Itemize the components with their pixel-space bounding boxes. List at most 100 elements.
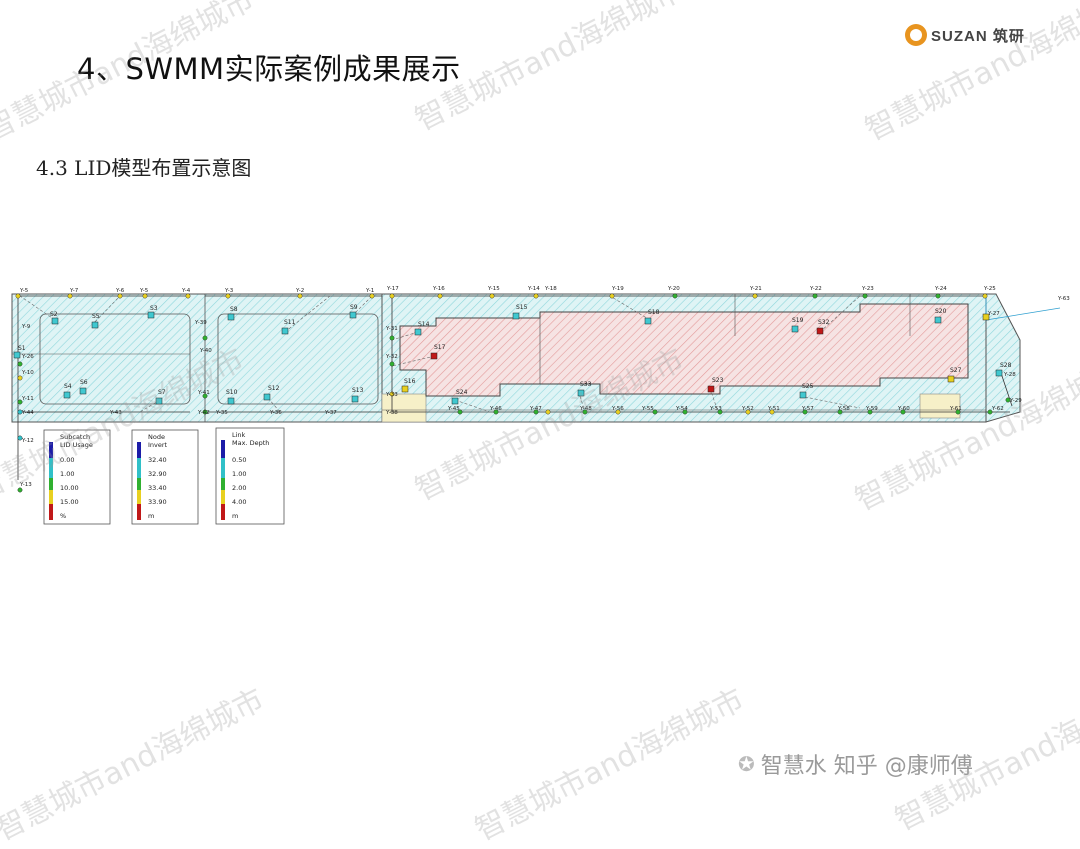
svg-text:Y-41: Y-41 bbox=[197, 390, 210, 396]
svg-text:Y-32: Y-32 bbox=[385, 354, 398, 360]
svg-text:S12: S12 bbox=[268, 385, 280, 392]
svg-text:Y-56: Y-56 bbox=[611, 406, 624, 412]
svg-text:Y-5: Y-5 bbox=[139, 288, 149, 294]
svg-text:Y-13: Y-13 bbox=[19, 482, 32, 488]
legend-value: 4.00 bbox=[232, 498, 246, 506]
svg-text:Y-52: Y-52 bbox=[741, 406, 754, 412]
legend-title: Subcatch bbox=[60, 433, 90, 441]
svg-text:Y-11: Y-11 bbox=[21, 396, 34, 402]
legend-unit: m bbox=[148, 512, 154, 520]
svg-text:S32: S32 bbox=[818, 319, 830, 326]
svg-text:Y-12: Y-12 bbox=[21, 438, 34, 444]
svg-text:Y-53: Y-53 bbox=[709, 406, 722, 412]
svg-text:Y-26: Y-26 bbox=[21, 354, 34, 360]
svg-text:Y-1: Y-1 bbox=[365, 288, 374, 294]
svg-text:Y-23: Y-23 bbox=[861, 286, 874, 292]
svg-text:S2: S2 bbox=[50, 311, 58, 318]
svg-text:Y-21: Y-21 bbox=[749, 286, 762, 292]
svg-text:Y-61: Y-61 bbox=[949, 406, 962, 412]
svg-text:S5: S5 bbox=[92, 313, 100, 320]
svg-text:S25: S25 bbox=[802, 383, 814, 390]
svg-text:Y-2: Y-2 bbox=[295, 288, 304, 294]
wechat-icon: ✪ bbox=[738, 752, 755, 776]
svg-text:Y-4: Y-4 bbox=[181, 288, 191, 294]
legend-title: Node bbox=[148, 433, 165, 441]
svg-text:S1: S1 bbox=[18, 345, 26, 352]
svg-text:Y-29: Y-29 bbox=[1009, 398, 1022, 404]
svg-text:S33: S33 bbox=[580, 381, 592, 388]
svg-text:S13: S13 bbox=[352, 387, 364, 394]
svg-text:Y-37: Y-37 bbox=[324, 410, 337, 416]
company-logo: SUZAN 筑研 bbox=[905, 24, 1025, 46]
svg-text:Y-16: Y-16 bbox=[432, 286, 445, 292]
svg-text:Y-59: Y-59 bbox=[865, 406, 878, 412]
svg-text:Y-5: Y-5 bbox=[19, 288, 29, 294]
svg-text:Y-35: Y-35 bbox=[215, 410, 228, 416]
logo-icon bbox=[905, 24, 927, 46]
outflow-lines bbox=[19, 295, 861, 413]
svg-text:Y-63: Y-63 bbox=[1057, 296, 1070, 302]
legend-value: 10.00 bbox=[60, 484, 79, 492]
subcatchment-markers: S1 S2 S3 S4 S5 S6 S7 S8 S9 S10 S11 S12 S… bbox=[13, 304, 1012, 405]
svg-text:S3: S3 bbox=[150, 305, 158, 312]
svg-text:Y-48: Y-48 bbox=[579, 406, 592, 412]
watermark: 智慧城市and海绵城市 bbox=[859, 0, 1080, 149]
svg-text:S11: S11 bbox=[284, 319, 296, 326]
svg-text:Y-27: Y-27 bbox=[987, 311, 1000, 317]
svg-text:S10: S10 bbox=[226, 389, 238, 396]
source-credit: ✪ 智慧水 知乎 @康师傅 bbox=[738, 748, 973, 780]
legend-value: 33.90 bbox=[148, 498, 167, 506]
svg-text:Y-38: Y-38 bbox=[385, 410, 398, 416]
svg-text:Y-31: Y-31 bbox=[385, 326, 398, 332]
svg-text:S8: S8 bbox=[230, 306, 238, 313]
svg-text:Y-36: Y-36 bbox=[269, 410, 282, 416]
legend-unit: % bbox=[60, 512, 66, 520]
svg-text:Y-62: Y-62 bbox=[991, 406, 1004, 412]
svg-text:Y-33: Y-33 bbox=[385, 392, 398, 398]
svg-text:Y-22: Y-22 bbox=[809, 286, 822, 292]
svg-text:Y-28: Y-28 bbox=[1003, 372, 1016, 378]
credit-text: 智慧水 知乎 @康师傅 bbox=[760, 754, 973, 779]
svg-text:S28: S28 bbox=[1000, 362, 1012, 369]
svg-text:Y-40: Y-40 bbox=[199, 348, 212, 354]
legend-value: 32.90 bbox=[148, 470, 167, 478]
svg-text:Y-44: Y-44 bbox=[21, 410, 34, 416]
svg-text:S18: S18 bbox=[648, 309, 660, 316]
legend-value: 15.00 bbox=[60, 498, 79, 506]
svg-text:S20: S20 bbox=[935, 308, 947, 315]
svg-text:S19: S19 bbox=[792, 317, 804, 324]
svg-text:Y-39: Y-39 bbox=[194, 320, 207, 326]
svg-text:Y-18: Y-18 bbox=[544, 286, 557, 292]
legend-subtitle: Invert bbox=[148, 441, 168, 449]
legend-value: 1.00 bbox=[60, 470, 74, 478]
svg-text:Y-25: Y-25 bbox=[983, 286, 996, 292]
legend-value: 0.00 bbox=[60, 456, 74, 464]
svg-text:Y-57: Y-57 bbox=[801, 406, 814, 412]
watermark: 智慧城市and海绵城市 bbox=[0, 682, 270, 849]
slide-title: 4、SWMM实际案例成果展示 bbox=[77, 52, 461, 86]
legend-link-depth: Link Max. Depth 0.50 1.00 2.00 4.00 m bbox=[215, 427, 285, 525]
legend-title: Link bbox=[232, 431, 246, 439]
svg-text:Y-54: Y-54 bbox=[675, 406, 688, 412]
svg-text:Y-20: Y-20 bbox=[667, 286, 680, 292]
svg-text:Y-58: Y-58 bbox=[837, 406, 850, 412]
svg-text:S14: S14 bbox=[418, 321, 430, 328]
legend-value: 33.40 bbox=[148, 484, 167, 492]
svg-text:Y-17: Y-17 bbox=[386, 286, 399, 292]
svg-text:S7: S7 bbox=[158, 389, 166, 396]
svg-text:Y-6: Y-6 bbox=[115, 288, 125, 294]
svg-text:Y-42: Y-42 bbox=[197, 410, 210, 416]
svg-text:Y-14: Y-14 bbox=[527, 286, 540, 292]
svg-text:Y-47: Y-47 bbox=[529, 406, 542, 412]
legend-node-invert: Node Invert 32.40 32.90 33.40 33.90 m bbox=[131, 429, 199, 525]
svg-text:Y-51: Y-51 bbox=[767, 406, 780, 412]
legend-value: 1.00 bbox=[232, 470, 246, 478]
legend-value: 2.00 bbox=[232, 484, 246, 492]
svg-text:S24: S24 bbox=[456, 389, 468, 396]
svg-text:Y-7: Y-7 bbox=[69, 288, 79, 294]
legend-value: 0.50 bbox=[232, 456, 246, 464]
svg-text:Y-24: Y-24 bbox=[934, 286, 947, 292]
swmm-lid-map: S1 S2 S3 S4 S5 S6 S7 S8 S9 S10 S11 S12 S… bbox=[11, 286, 1070, 525]
legend-lid-usage: Subcatch LID Usage 0.00 1.00 10.00 15.00… bbox=[43, 429, 111, 525]
